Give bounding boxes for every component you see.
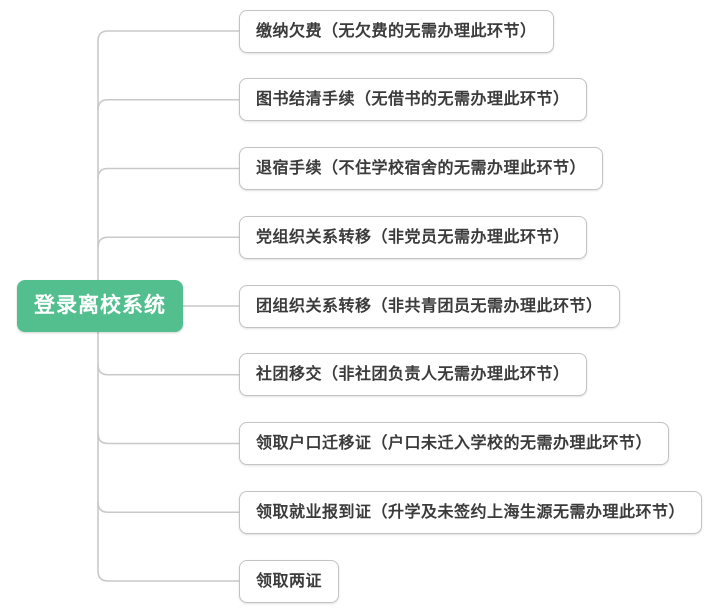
root-node[interactable]: 登录离校系统 [17,280,183,332]
branch-node[interactable]: 领取两证 [239,559,340,603]
branch-node[interactable]: 团组织关系转移（非共青团员无需办理此环节） [239,284,620,328]
branch-node[interactable]: 领取户口迁移证（户口未迁入学校的无需办理此环节） [239,422,670,465]
branch-node[interactable]: 社团移交（非社团负责人无需办理此环节） [239,353,587,397]
branch-node[interactable]: 图书结清手续（无借书的无需办理此环节） [239,78,587,122]
branch-node[interactable]: 退宿手续（不住学校宿舍的无需办理此环节） [239,147,604,190]
branch-node[interactable]: 党组织关系转移（非党员无需办理此环节） [239,215,587,259]
branch-node[interactable]: 缴纳欠费（无欠费的无需办理此环节） [239,9,554,53]
branch-node[interactable]: 领取就业报到证（升学及未签约上海生源无需办理此环节） [239,490,703,534]
